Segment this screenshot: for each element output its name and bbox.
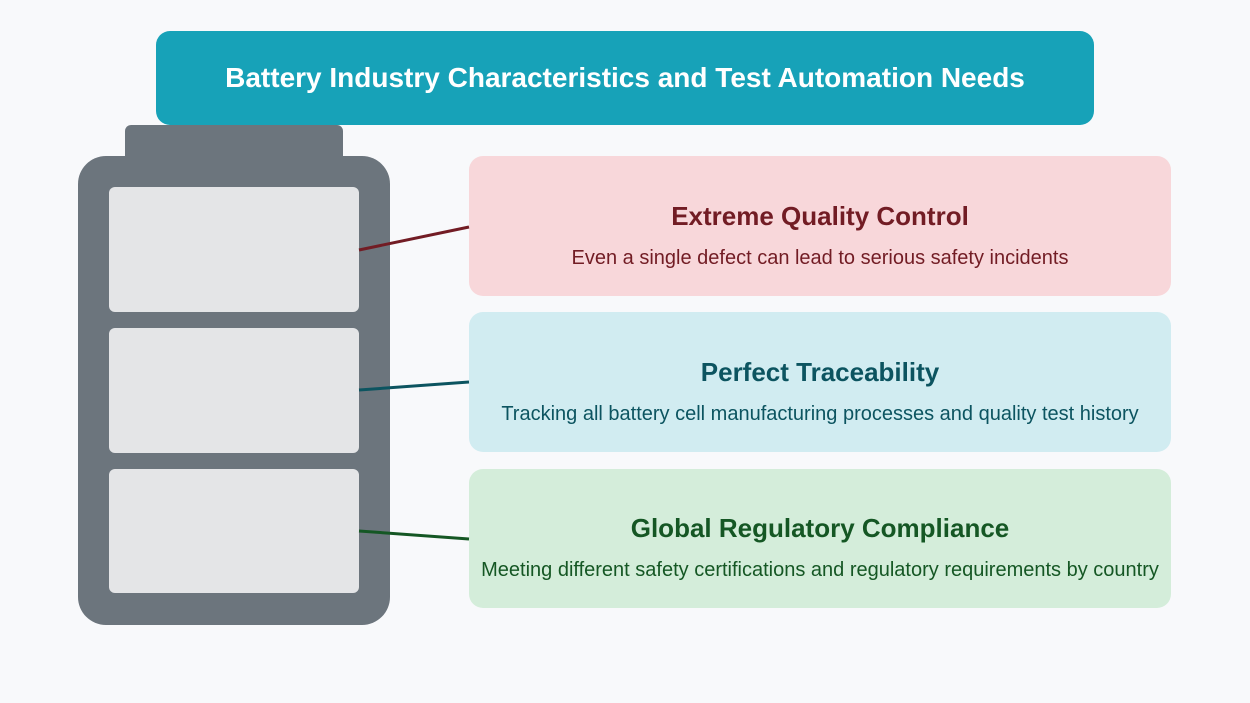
card-title-traceability: Perfect Traceability bbox=[700, 357, 940, 387]
title-banner: Battery Industry Characteristics and Tes… bbox=[156, 31, 1094, 125]
card-desc-compliance: Meeting different safety certifications … bbox=[481, 559, 1159, 581]
battery-cell-3 bbox=[109, 469, 359, 593]
card-title-quality: Extreme Quality Control bbox=[671, 201, 969, 231]
card-title-compliance: Global Regulatory Compliance bbox=[630, 513, 1010, 543]
card-quality-control bbox=[469, 156, 1171, 296]
battery-cap bbox=[125, 125, 343, 156]
battery-cell-2 bbox=[109, 328, 359, 453]
card-desc-quality: Even a single defect can lead to serious… bbox=[571, 247, 1069, 269]
card-regulatory-compliance bbox=[469, 469, 1171, 608]
card-desc-traceability: Tracking all battery cell manufacturing … bbox=[501, 403, 1139, 425]
page-title: Battery Industry Characteristics and Tes… bbox=[225, 62, 1025, 93]
battery-cell-1 bbox=[109, 187, 359, 312]
card-traceability bbox=[469, 312, 1171, 452]
